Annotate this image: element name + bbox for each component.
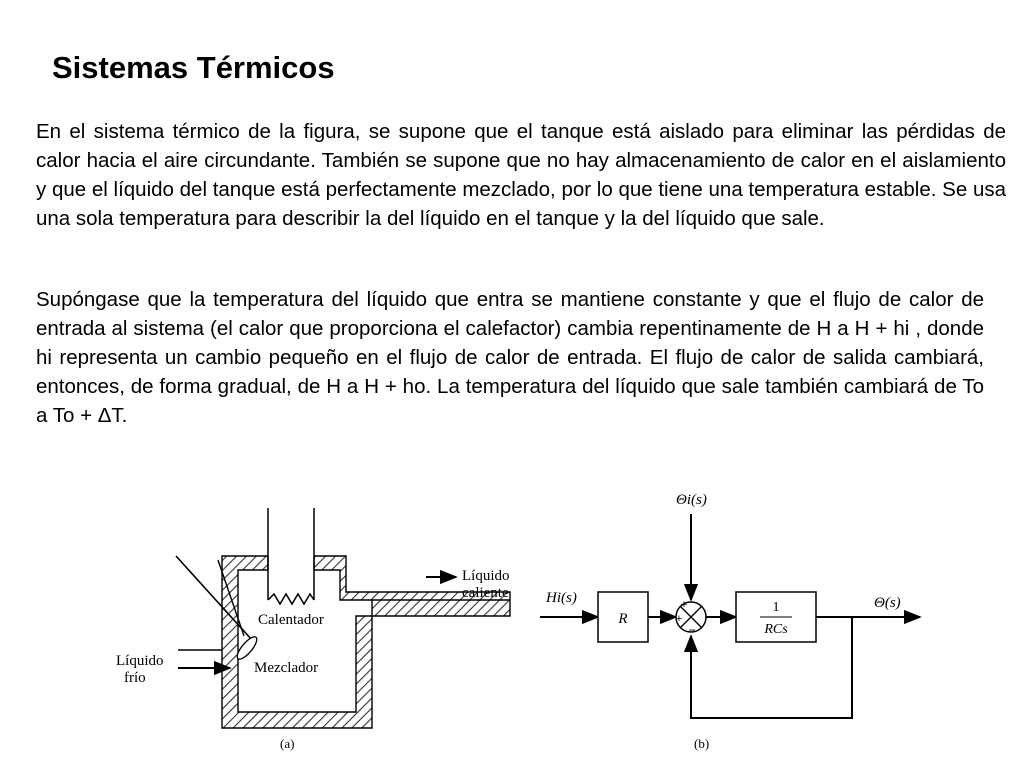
sum-sign-bottom: −: [688, 623, 695, 637]
block-numerator: 1: [773, 600, 780, 615]
block-r-label: R: [617, 611, 627, 627]
label-cold-liquid-2: frío: [124, 670, 146, 686]
block-denominator: RCs: [763, 622, 788, 637]
block-diagram: Hi(s) R + + − Θi(s) 1 RCs Θ(s) (b): [540, 492, 922, 751]
sum-sign-top: +: [681, 599, 687, 611]
input-hi-label: Hi(s): [545, 590, 577, 606]
paragraph-2: Supóngase que la temperatura del líquido…: [36, 288, 984, 427]
label-cold-liquid-1: Líquido: [116, 653, 164, 669]
sum-sign-left: +: [676, 613, 682, 625]
caption-a: (a): [280, 736, 294, 751]
caption-b: (b): [694, 736, 709, 751]
input-theta-i-label: Θi(s): [676, 492, 707, 508]
label-mixer: Mezclador: [254, 660, 318, 676]
paragraph-1: En el sistema térmico de la figura, se s…: [36, 120, 1006, 230]
label-heater: Calentador: [258, 612, 324, 628]
label-hot-liquid-1: Líquido: [462, 568, 510, 584]
heater-coil-icon: [267, 592, 315, 606]
label-hot-liquid-2: caliente: [462, 585, 509, 601]
thermal-tank-diagram: Líquido caliente Calentador Mezclador Lí…: [116, 508, 511, 751]
mixer-blade-icon: [236, 636, 258, 660]
slide-title: Sistemas Térmicos: [52, 50, 335, 85]
output-theta-label: Θ(s): [874, 595, 901, 611]
